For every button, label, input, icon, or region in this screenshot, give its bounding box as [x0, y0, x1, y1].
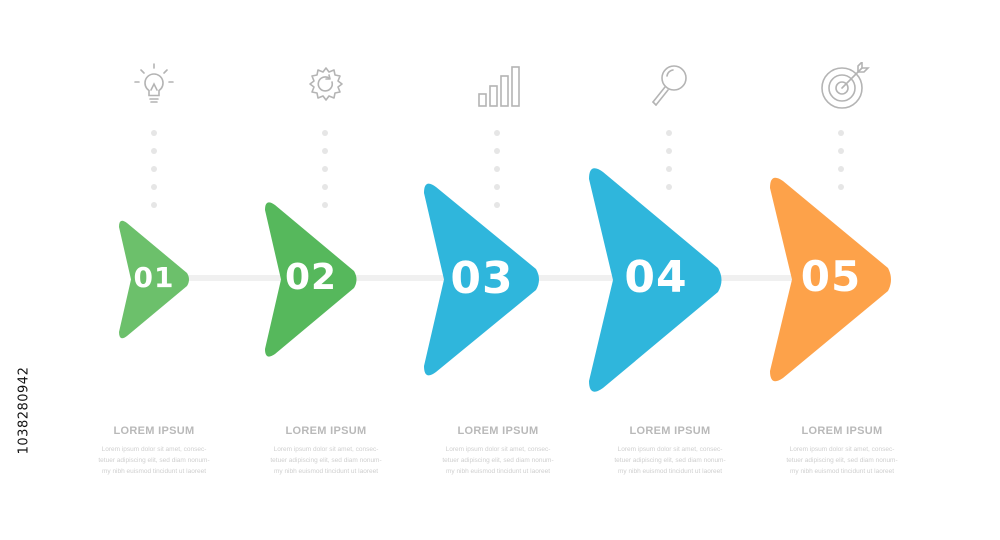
connector-dots	[322, 130, 328, 220]
arrow-shape	[589, 168, 722, 392]
step-number: 03	[450, 253, 514, 304]
step-arrow: 04	[587, 162, 725, 398]
step-number: 01	[133, 261, 175, 294]
step-description: Lorem ipsum dolor sit amet, consec-tetue…	[270, 446, 382, 475]
bar-chart-icon	[478, 66, 520, 107]
step-number: 05	[800, 252, 862, 301]
target-icon	[821, 62, 870, 109]
step-title: LOREM IPSUM	[113, 425, 195, 437]
step-number: 04	[624, 252, 688, 303]
magnifier-icon	[652, 65, 687, 106]
connector-dots	[151, 130, 157, 220]
step-title: LOREM IPSUM	[457, 425, 539, 437]
step-title: LOREM IPSUM	[801, 425, 883, 437]
step-description: Lorem ipsum dolor sit amet, consec-tetue…	[614, 446, 726, 475]
arrow-shape	[265, 202, 357, 357]
connector-dots	[838, 130, 844, 202]
step-description: Lorem ipsum dolor sit amet, consec-tetue…	[98, 446, 210, 475]
arrow-shape	[119, 220, 189, 339]
step-arrow: 05	[768, 172, 894, 387]
step-description: Lorem ipsum dolor sit amet, consec-tetue…	[442, 446, 554, 475]
step-number: 02	[284, 257, 338, 298]
step-arrow: 02	[263, 198, 359, 361]
step-arrow: 03	[422, 178, 542, 381]
gear-icon	[309, 67, 343, 101]
step-title: LOREM IPSUM	[285, 425, 367, 437]
arrow-shape	[770, 177, 891, 382]
connector-dots	[666, 130, 672, 202]
stock-image-id: 1038280942	[16, 366, 32, 454]
connector-dots	[494, 130, 500, 220]
lightbulb-icon	[134, 63, 174, 103]
step-arrow: 01	[117, 217, 191, 342]
arrow-shape	[424, 183, 539, 376]
step-title: LOREM IPSUM	[629, 425, 711, 437]
step-description: Lorem ipsum dolor sit amet, consec-tetue…	[786, 446, 898, 475]
